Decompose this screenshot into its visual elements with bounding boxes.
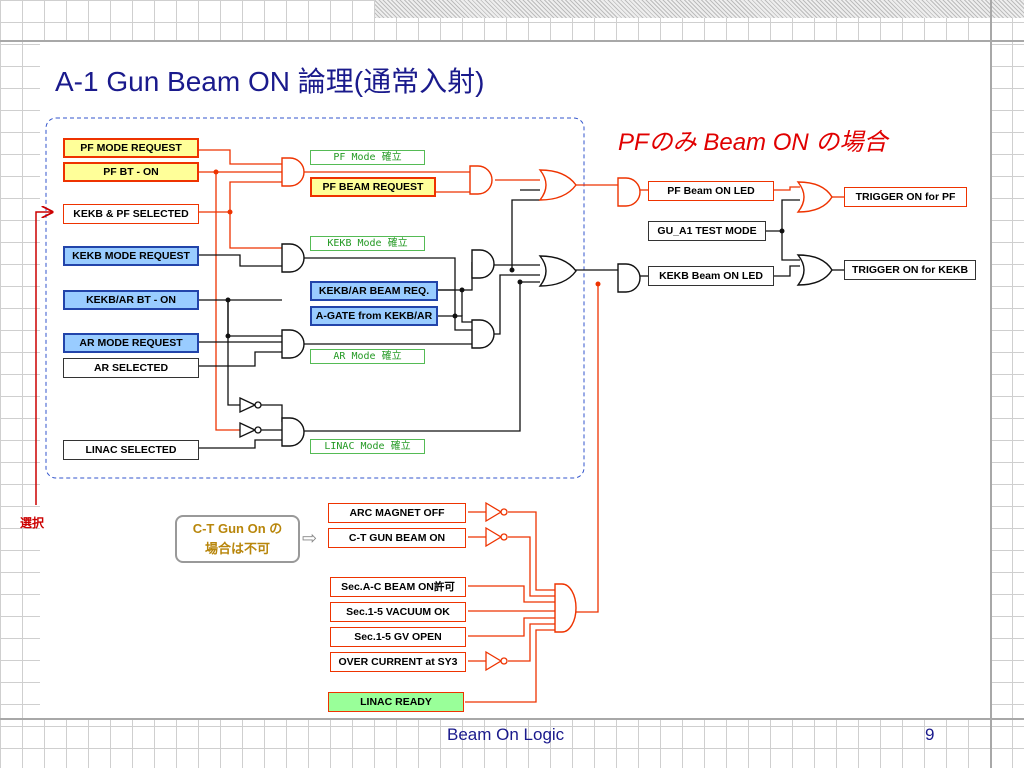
pf-bt-on-box: PF BT - ON bbox=[63, 162, 199, 182]
select-arrow bbox=[35, 212, 52, 505]
selection-region bbox=[45, 117, 585, 479]
kekb-ar-bt-on-box: KEKB/AR BT - ON bbox=[63, 290, 199, 310]
rule-bottom bbox=[0, 718, 1024, 720]
sec-gv-open-box: Sec.1-5 GV OPEN bbox=[330, 627, 466, 647]
pf-mode-request-box: PF MODE REQUEST bbox=[63, 138, 199, 158]
slide-title: A-1 Gun Beam ON 論理(通常入射) bbox=[55, 66, 485, 97]
pf-beam-request-box: PF BEAM REQUEST bbox=[310, 177, 436, 197]
ar-mode-label: AR Mode 確立 bbox=[310, 349, 425, 364]
ar-selected-box: AR SELECTED bbox=[63, 358, 199, 378]
ct-note-line2: 場合は不可 bbox=[204, 541, 270, 556]
over-current-box: OVER CURRENT at SY3 bbox=[330, 652, 466, 672]
kekb-mode-request-box: KEKB MODE REQUEST bbox=[63, 246, 199, 266]
rule-right bbox=[990, 0, 992, 768]
kekb-ar-beam-req-box: KEKB/AR BEAM REQ. bbox=[310, 281, 438, 301]
top-hatched-strip bbox=[375, 0, 1024, 18]
linac-selected-box: LINAC SELECTED bbox=[63, 440, 199, 460]
arc-magnet-off-box: ARC MAGNET OFF bbox=[328, 503, 466, 523]
ct-gun-note: C-T Gun On の 場合は不可 bbox=[175, 515, 300, 563]
right-arrow-icon: ⇨ bbox=[302, 528, 318, 548]
rule-top bbox=[0, 40, 1024, 42]
page-number: 9 bbox=[925, 725, 935, 744]
ar-mode-request-box: AR MODE REQUEST bbox=[63, 333, 199, 353]
pf-beam-on-led-box: PF Beam ON LED bbox=[648, 181, 774, 201]
footer-text: Beam On Logic bbox=[447, 725, 565, 744]
select-label: 選択 bbox=[20, 516, 45, 530]
ct-note-line1: C-T Gun On の bbox=[192, 521, 283, 536]
a-gate-box: A-GATE from KEKB/AR bbox=[310, 306, 438, 326]
pf-mode-label: PF Mode 確立 bbox=[310, 150, 425, 165]
kekb-pf-selected-box: KEKB & PF SELECTED bbox=[63, 204, 199, 224]
trigger-kekb-box: TRIGGER ON for KEKB bbox=[844, 260, 976, 280]
trigger-pf-box: TRIGGER ON for PF bbox=[844, 187, 967, 207]
slide-subtitle: PFのみ Beam ON の場合 bbox=[618, 129, 888, 156]
sec-vacuum-ok-box: Sec.1-5 VACUUM OK bbox=[330, 602, 466, 622]
linac-mode-label: LINAC Mode 確立 bbox=[310, 439, 425, 454]
sec-ac-beam-on-box: Sec.A-C BEAM ON許可 bbox=[330, 577, 466, 597]
gu-a1-test-mode-box: GU_A1 TEST MODE bbox=[648, 221, 766, 241]
kekb-beam-on-led-box: KEKB Beam ON LED bbox=[648, 266, 774, 286]
ct-gun-beam-on-box: C-T GUN BEAM ON bbox=[328, 528, 466, 548]
linac-ready-box: LINAC READY bbox=[328, 692, 464, 712]
kekb-mode-label: KEKB Mode 確立 bbox=[310, 236, 425, 251]
